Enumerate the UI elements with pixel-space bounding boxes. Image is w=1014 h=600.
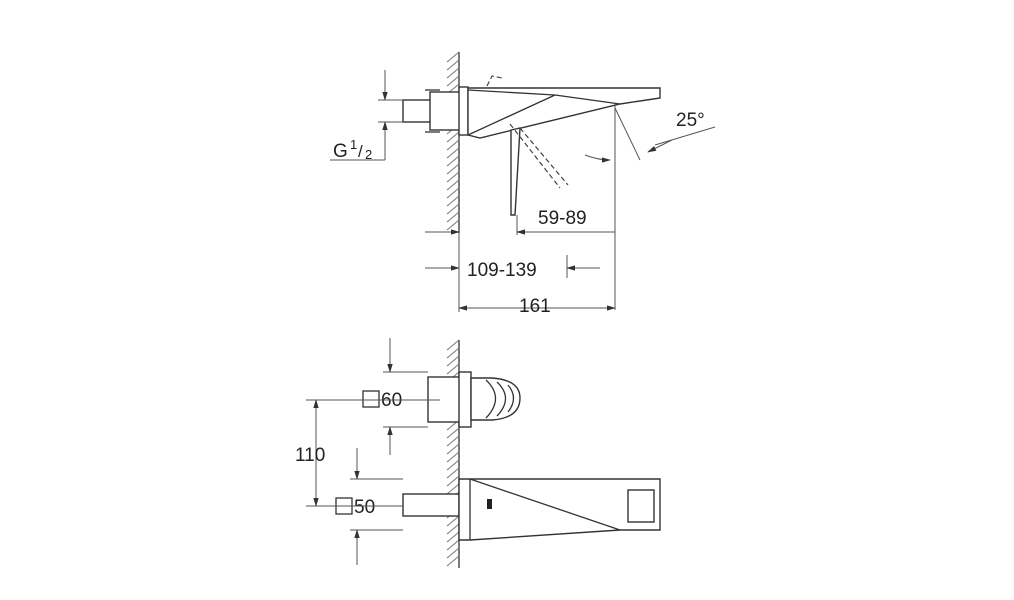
wall-hatch-line [446, 179, 460, 191]
thread-label: G [333, 141, 348, 162]
wall-hatch-line [446, 51, 460, 63]
dimension-161: 161 [458, 233, 616, 317]
wall-hatch-line [446, 187, 460, 199]
wall-hatch-line [446, 75, 460, 87]
wall-hatch-line [446, 171, 460, 183]
wall-hatch-line [446, 555, 460, 567]
thread-numerator: 1 [350, 137, 357, 152]
dim-110-label: 110 [295, 445, 325, 466]
dimension-square-60: 60 [362, 338, 428, 455]
wall-hatch-line [446, 67, 460, 79]
wall-hatch-line [446, 531, 460, 543]
side-view: 25° G 1 / 2 59-89 109-139 [330, 51, 716, 317]
dim-161-label: 161 [519, 296, 551, 317]
wall-hatch-line [446, 475, 460, 487]
wall-hatch-line [446, 155, 460, 167]
thread-slash: / [358, 142, 363, 161]
dim-59-89-label: 59-89 [538, 208, 587, 229]
wall-hatch-line [446, 163, 460, 175]
wall-front-view [446, 339, 460, 568]
dimension-59-89: 59-89 [516, 208, 615, 235]
wall-hatch-line [446, 59, 460, 71]
wall-hatch-line [446, 363, 460, 375]
wall-hatch-line [446, 515, 460, 527]
wall-hatch-line [446, 435, 460, 447]
thread-dimension: G 1 / 2 [330, 70, 403, 162]
wall-hatch-line [446, 147, 460, 159]
wall-hatch-line [446, 483, 460, 495]
wall-side-view [446, 51, 460, 233]
wall-hatch-line [446, 443, 460, 455]
dimension-109-139: 109-139 [425, 229, 600, 281]
wall-hatch-line [446, 219, 460, 231]
wall-hatch-line [446, 427, 460, 439]
wall-hatch-line [446, 195, 460, 207]
front-view: 60 50 110 [295, 338, 661, 568]
thread-denominator: 2 [365, 147, 372, 162]
dimension-square-50: 50 [335, 448, 403, 565]
wall-hatch-line [446, 459, 460, 471]
wall-hatch-line [446, 339, 460, 351]
wall-hatch-line [446, 467, 460, 479]
aerator-mark [487, 499, 492, 509]
spout-side-view [467, 87, 661, 216]
dimension-110: 110 [295, 399, 428, 507]
thread-connector [402, 86, 469, 136]
wall-hatch-line [446, 211, 460, 223]
wall-hatch-line [446, 355, 460, 367]
wall-hatch-line [446, 131, 460, 143]
dim-50-label: 50 [354, 497, 375, 518]
wall-hatch-line [446, 539, 460, 551]
wall-hatch-line [446, 347, 460, 359]
angle-indicator: 25° [584, 104, 716, 310]
wall-hatch-line [446, 523, 460, 535]
lever-swing-dashed [486, 75, 569, 189]
square-symbol-60 [362, 390, 380, 408]
wall-hatch-line [446, 547, 460, 559]
spout-front-view [402, 478, 661, 541]
dim-109-139-label: 109-139 [467, 260, 537, 281]
handle-rosette [427, 371, 521, 428]
wall-hatch-line [446, 203, 460, 215]
wall-hatch-line [446, 451, 460, 463]
wall-hatch-line [446, 139, 460, 151]
angle-label: 25° [676, 110, 705, 131]
